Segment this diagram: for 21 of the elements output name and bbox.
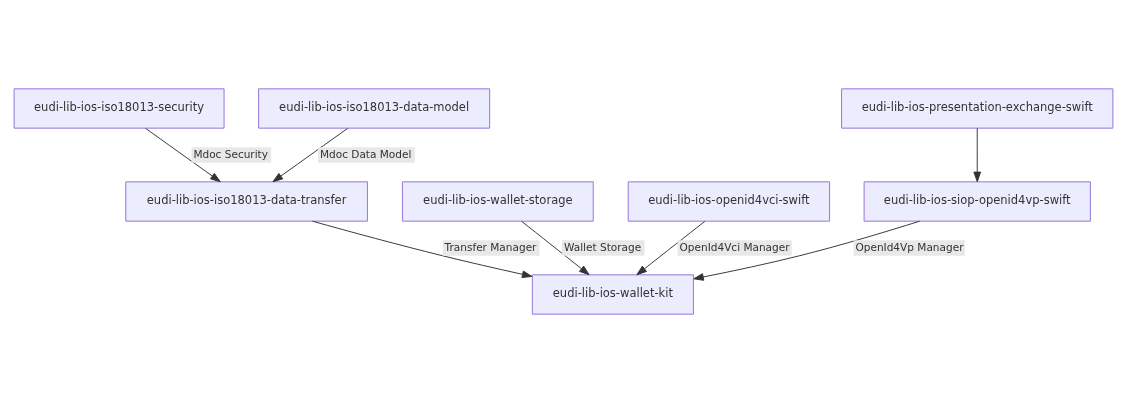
- node-box: eudi-lib-ios-wallet-kit: [531, 274, 694, 315]
- arrow: [636, 220, 706, 276]
- edge-label: Transfer Manager: [444, 240, 537, 253]
- node-box: eudi-lib-ios-openid4vci-swift: [627, 181, 831, 222]
- edge-label: OpenId4Vci Manager: [679, 240, 790, 253]
- arrow: [272, 127, 349, 183]
- node-box: eudi-lib-ios-wallet-storage: [401, 181, 594, 222]
- edge-label: Mdoc Data Model: [319, 147, 412, 160]
- arrow: [693, 220, 921, 281]
- edge-label: Mdoc Security: [193, 147, 268, 160]
- arrow: [521, 220, 590, 276]
- arrow: [145, 127, 221, 183]
- node-box: eudi-lib-ios-iso18013-data-transfer: [125, 181, 368, 222]
- node-box: eudi-lib-ios-presentation-exchange-swift: [841, 88, 1114, 129]
- node-box: eudi-lib-ios-siop-openid4vp-swift: [863, 181, 1091, 222]
- edge-label: OpenId4Vp Manager: [855, 240, 964, 253]
- arrow: [973, 127, 982, 183]
- arrow: [312, 220, 533, 279]
- node-box: eudi-lib-ios-iso18013-security: [13, 88, 225, 129]
- node-box: eudi-lib-ios-iso18013-data-model: [258, 88, 491, 129]
- edge-label: Wallet Storage: [563, 240, 642, 253]
